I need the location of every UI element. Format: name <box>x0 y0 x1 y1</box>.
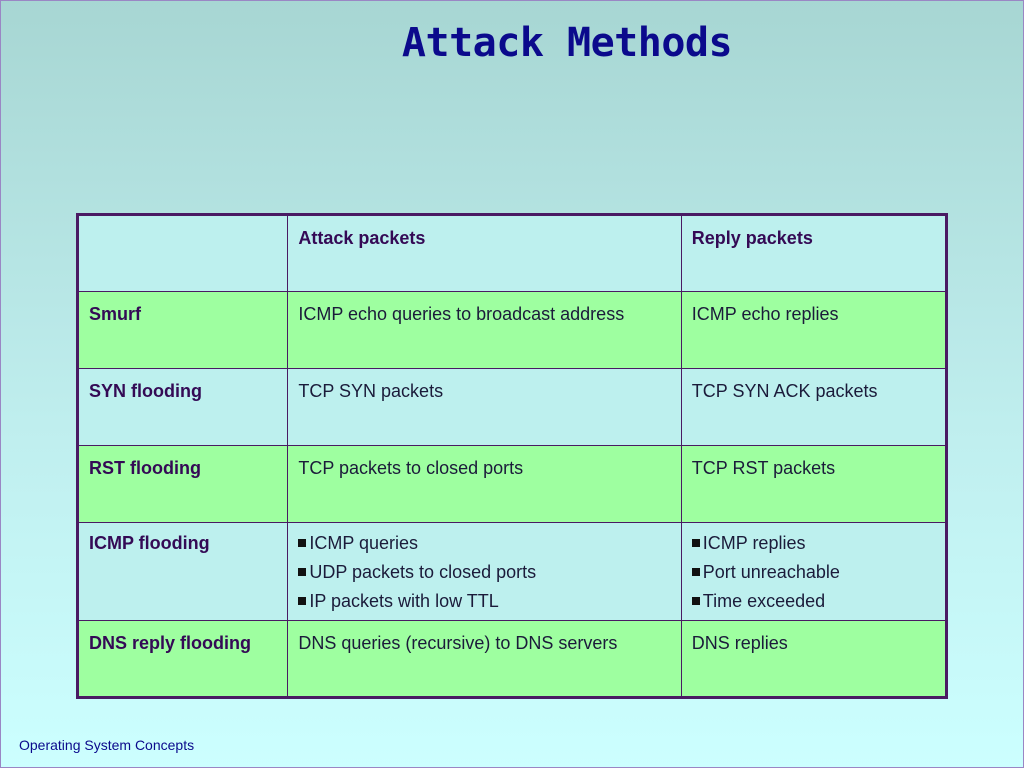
reply-cell: DNS replies <box>680 620 948 698</box>
table-row: ICMP flooding ICMP queries UDP packets t… <box>76 522 948 621</box>
square-bullet-icon <box>691 539 700 547</box>
list-item: ICMP replies <box>691 529 935 558</box>
square-bullet-icon <box>691 597 700 605</box>
list-item: UDP packets to closed ports <box>298 558 670 587</box>
list-item: Time exceeded <box>691 587 935 616</box>
attack-cell: ICMP queries UDP packets to closed ports… <box>287 522 682 621</box>
reply-cell: ICMP echo replies <box>680 291 948 369</box>
attack-cell: TCP SYN packets <box>287 368 682 446</box>
table-row: DNS reply flooding DNS queries (recursiv… <box>76 620 948 698</box>
method-cell: DNS reply flooding <box>76 620 289 698</box>
slide-footer: Operating System Concepts <box>19 737 195 753</box>
list-item-text: UDP packets to closed ports <box>309 562 537 582</box>
header-cell-empty <box>76 214 289 292</box>
list-item-text: IP packets with low TTL <box>309 591 499 611</box>
method-cell: RST flooding <box>76 445 289 523</box>
table-row: Smurf ICMP echo queries to broadcast add… <box>76 291 948 369</box>
attack-cell: ICMP echo queries to broadcast address <box>287 291 682 369</box>
attack-bullet-list: ICMP queries UDP packets to closed ports… <box>298 529 670 616</box>
list-item-text: ICMP queries <box>309 533 419 553</box>
list-item: Port unreachable <box>691 558 935 587</box>
list-item-text: Port unreachable <box>702 562 840 582</box>
square-bullet-icon <box>691 568 700 576</box>
header-cell-reply-packets: Reply packets <box>680 214 948 292</box>
attack-cell: TCP packets to closed ports <box>287 445 682 523</box>
reply-bullet-list: ICMP replies Port unreachable Time excee… <box>691 529 935 616</box>
method-cell: ICMP flooding <box>76 522 289 621</box>
square-bullet-icon <box>298 539 307 547</box>
list-item: IP packets with low TTL <box>298 587 670 616</box>
header-cell-attack-packets: Attack packets <box>287 214 682 292</box>
square-bullet-icon <box>298 568 307 576</box>
attack-cell: DNS queries (recursive) to DNS servers <box>287 620 682 698</box>
attack-methods-table: Attack packets Reply packets Smurf ICMP … <box>76 213 948 699</box>
reply-cell: TCP SYN ACK packets <box>680 368 948 446</box>
list-item-text: ICMP replies <box>702 533 806 553</box>
table-row: SYN flooding TCP SYN packets TCP SYN ACK… <box>76 368 948 446</box>
table-row: RST flooding TCP packets to closed ports… <box>76 445 948 523</box>
reply-cell: ICMP replies Port unreachable Time excee… <box>680 522 948 621</box>
list-item: ICMP queries <box>298 529 670 558</box>
reply-cell: TCP RST packets <box>680 445 948 523</box>
slide-title: Attack Methods <box>401 20 733 66</box>
square-bullet-icon <box>298 597 307 605</box>
table-header-row: Attack packets Reply packets <box>76 214 948 292</box>
method-cell: Smurf <box>76 291 289 369</box>
method-cell: SYN flooding <box>76 368 289 446</box>
list-item-text: Time exceeded <box>702 591 826 611</box>
